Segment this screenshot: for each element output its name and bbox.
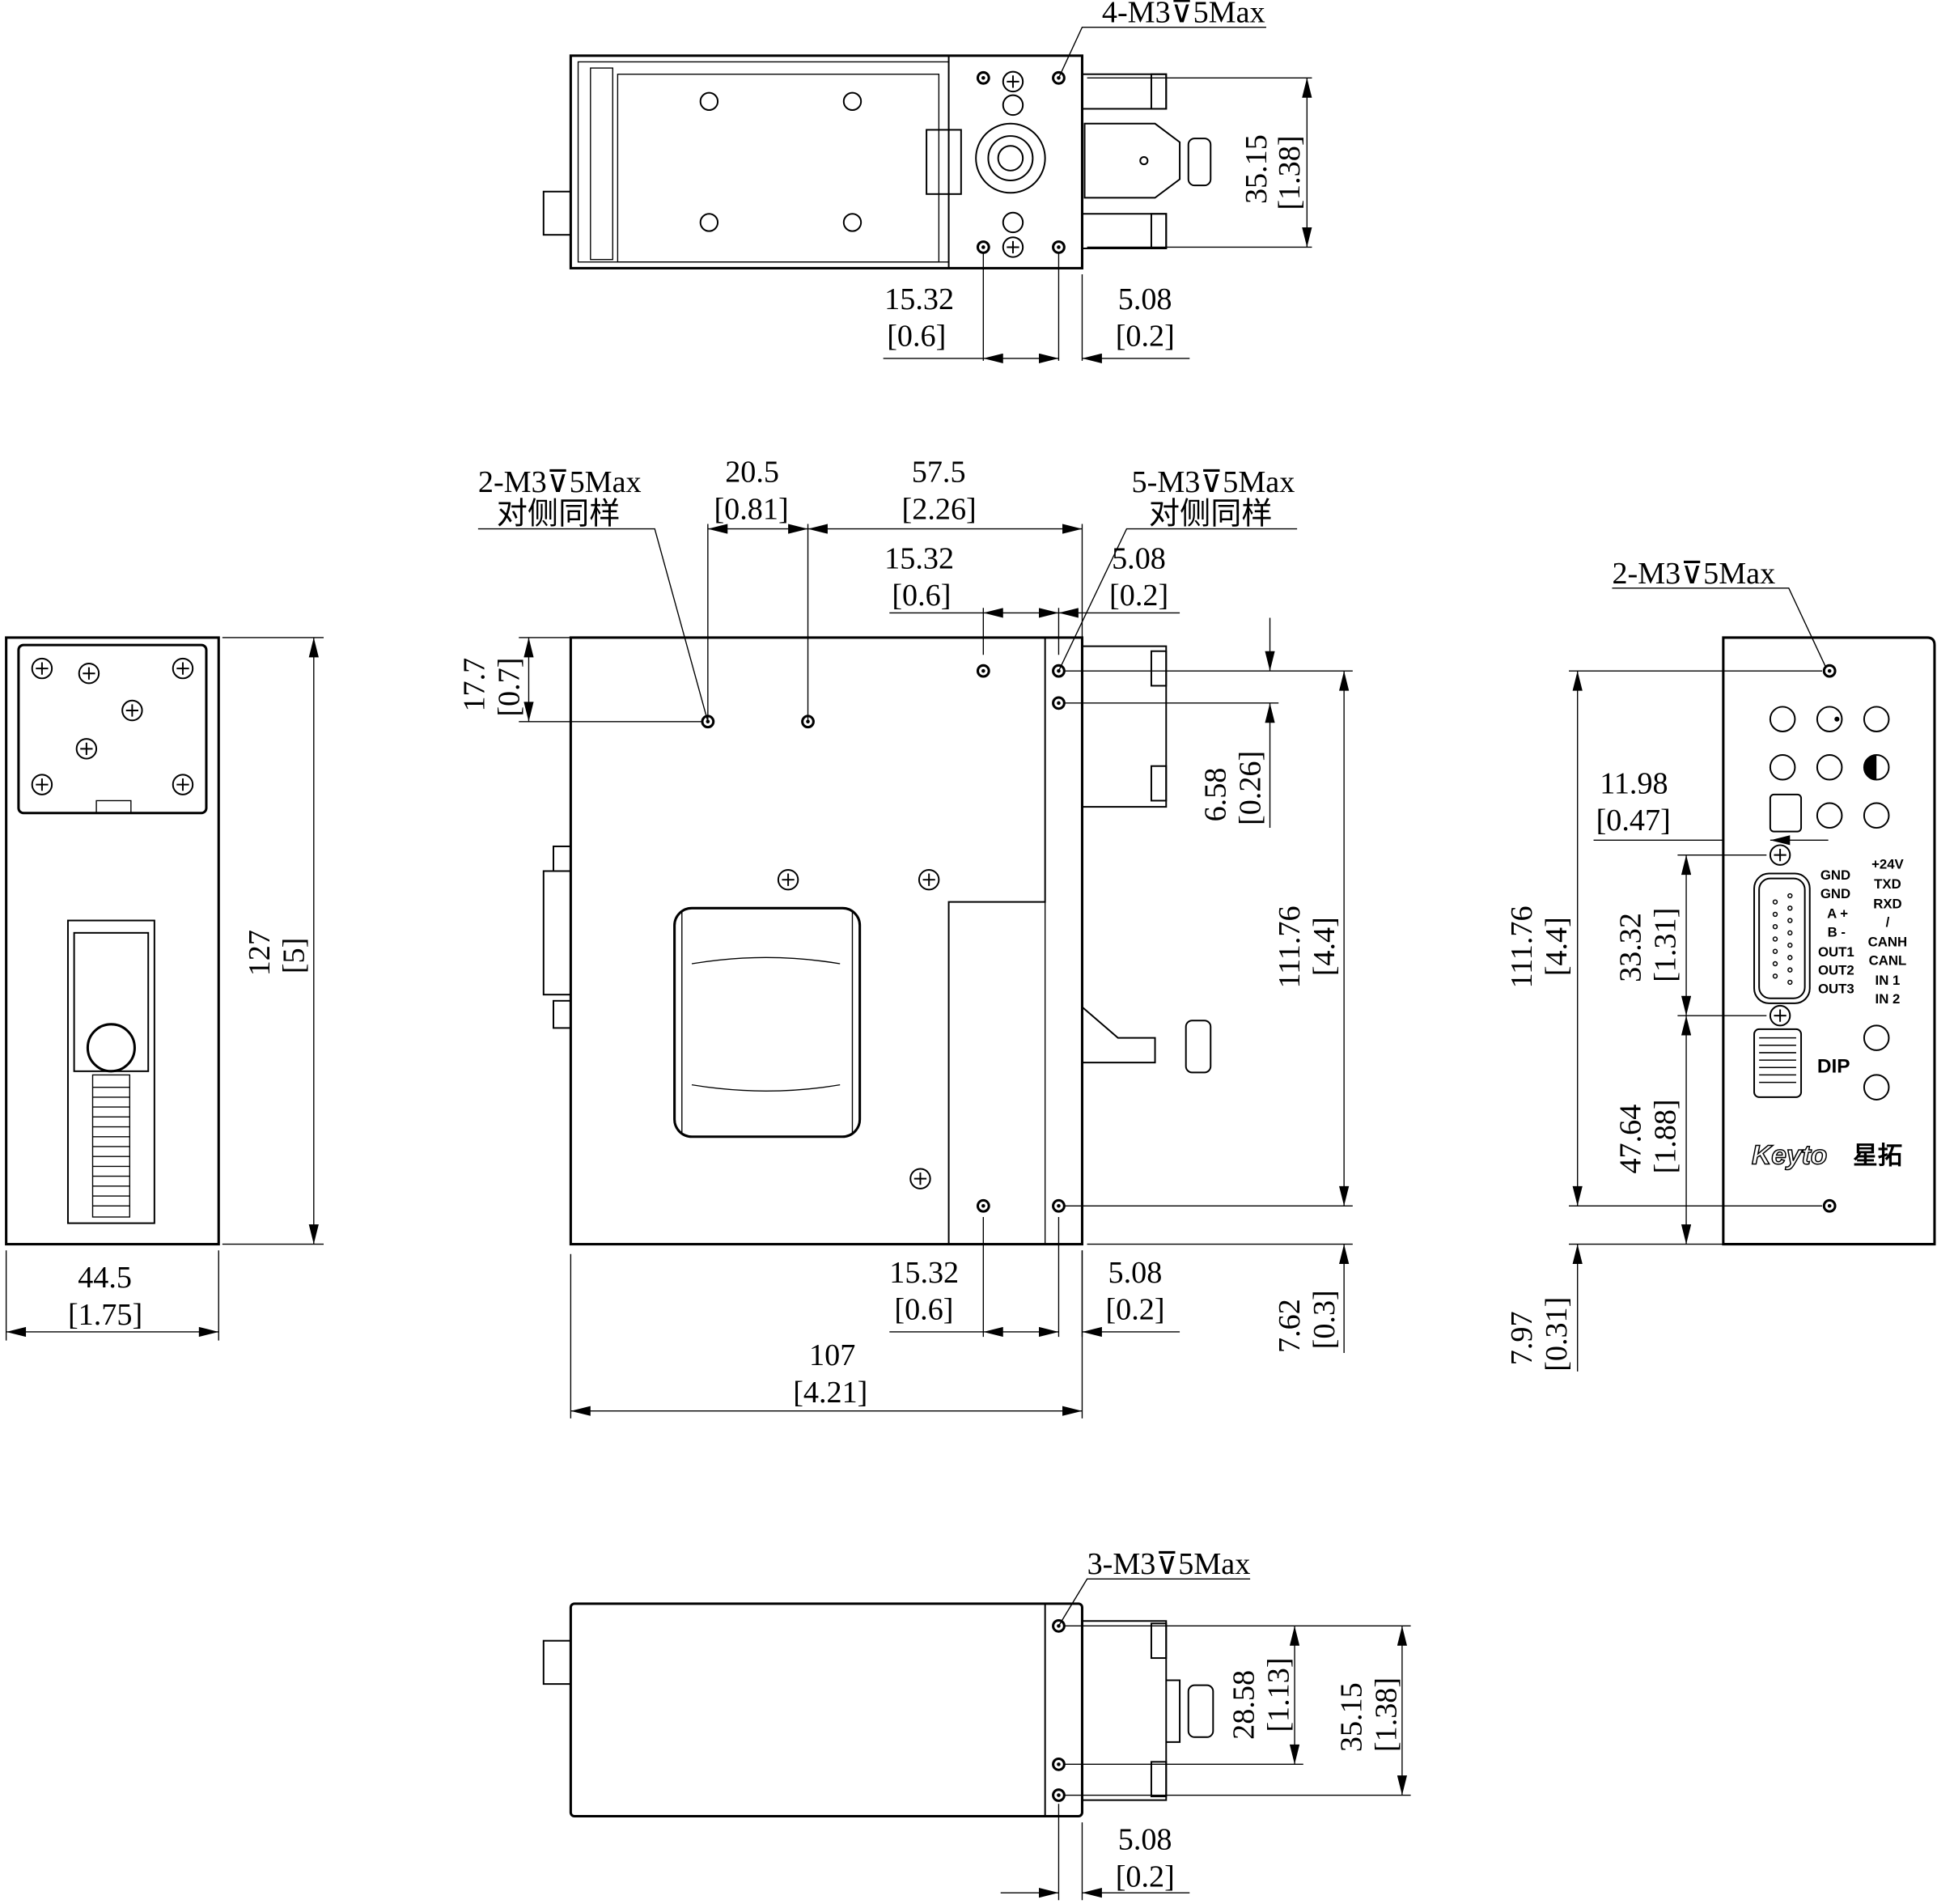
- left-dim-value: 127: [243, 930, 277, 976]
- bottom-view: 3-M3⊽5Max 28.58 [1.13] 35.15 [1.38] 5.08…: [542, 1547, 1411, 1901]
- front-view: 2-M3⊽5Max 对侧同样 5-M3⊽5Max 对侧同样 20.5 [0.81…: [458, 456, 1353, 1418]
- front-dim-value: 5.08: [1108, 1256, 1163, 1290]
- front-dim-inch: [4.4]: [1308, 917, 1341, 976]
- front-left-callout: 2-M3⊽5Max: [478, 465, 642, 499]
- pin-label: IN 1: [1876, 973, 1901, 988]
- front-dim-value: 111.76: [1273, 905, 1307, 988]
- pin-label: TXD: [1874, 876, 1901, 892]
- front-dim-inch: [0.3]: [1308, 1290, 1341, 1349]
- pin-label: A +: [1827, 906, 1848, 922]
- bottom-dim-value: 35.15: [1335, 1682, 1369, 1752]
- front-dim-value: 5.08: [1112, 541, 1166, 575]
- pin-label: CANH: [1868, 935, 1907, 950]
- left-dim-value: 44.5: [78, 1261, 132, 1295]
- front-dim-inch: [0.26]: [1233, 751, 1267, 825]
- pin-labels-left: GND GND A + B - OUT1 OUT2 OUT3: [1818, 867, 1854, 996]
- brand-logo-cn: 星拓: [1853, 1142, 1902, 1170]
- right-dim-value: 11.98: [1600, 766, 1668, 800]
- brand-logo: Keyto: [1752, 1140, 1827, 1170]
- front-dim-value: 107: [809, 1338, 855, 1372]
- right-dim-value: 33.32: [1614, 913, 1648, 982]
- front-dim-inch: [0.7]: [492, 658, 526, 717]
- right-dim-value: 47.64: [1614, 1105, 1648, 1174]
- front-dim-value: 57.5: [912, 456, 966, 490]
- right-dim-inch: [1.31]: [1648, 908, 1682, 982]
- top-callout: 4-M3⊽5Max: [1102, 0, 1265, 30]
- right-dim-inch: [1.88]: [1648, 1099, 1682, 1173]
- front-dim-inch: [0.2]: [1105, 1293, 1164, 1327]
- bottom-dim-inch: [1.13]: [1261, 1657, 1295, 1732]
- front-right-callout-note: 对侧同样: [1149, 497, 1273, 531]
- bottom-dim-value: 28.58: [1227, 1670, 1261, 1740]
- front-left-callout-note: 对侧同样: [497, 497, 621, 531]
- pin-label: GND: [1820, 886, 1850, 901]
- top-view: 4-M3⊽5Max 35.15 [1.38] 15.32 [0.6] 5.08 …: [542, 0, 1312, 363]
- right-view: GND GND A + B - OUT1 OUT2 OUT3 +24V TXD …: [1505, 557, 1936, 1372]
- top-dim-value: 5.08: [1118, 282, 1172, 316]
- bottom-dim-value: 5.08: [1118, 1823, 1172, 1857]
- pin-label: GND: [1820, 867, 1850, 883]
- front-dim-inch: [4.21]: [793, 1376, 867, 1410]
- left-dim-inch: [5]: [278, 938, 312, 974]
- front-dim-value: 15.32: [884, 541, 954, 575]
- front-dim-value: 6.58: [1199, 768, 1233, 822]
- pin-label: IN 2: [1876, 991, 1901, 1007]
- front-dim-value: 20.5: [725, 456, 779, 490]
- bottom-callout: 3-M3⊽5Max: [1087, 1547, 1251, 1581]
- right-dim-inch: [4.4]: [1540, 917, 1574, 976]
- pin-label: CANL: [1869, 953, 1907, 969]
- pin-label: +24V: [1871, 856, 1904, 871]
- top-dim-value: 15.32: [884, 282, 954, 316]
- front-right-callout: 5-M3⊽5Max: [1132, 465, 1295, 499]
- pin-label: OUT2: [1818, 963, 1854, 978]
- top-dim-inch: [0.2]: [1116, 320, 1175, 354]
- right-dim-value: 7.97: [1505, 1311, 1539, 1365]
- left-dim-inch: [1.75]: [68, 1298, 142, 1332]
- pin-label: OUT3: [1818, 982, 1854, 997]
- pin-label: RXD: [1873, 896, 1901, 911]
- right-callout: 2-M3⊽5Max: [1612, 557, 1775, 591]
- left-view: 127 [5] 44.5 [1.75]: [5, 636, 324, 1341]
- bottom-dim-inch: [1.38]: [1369, 1677, 1403, 1752]
- right-dim-inch: [0.47]: [1596, 804, 1671, 838]
- pin-label: OUT1: [1818, 944, 1854, 960]
- front-dim-value: 15.32: [889, 1256, 959, 1290]
- pin-labels-right: +24V TXD RXD / CANH CANL IN 1 IN 2: [1868, 856, 1907, 1006]
- right-dim-inch: [0.31]: [1540, 1297, 1574, 1372]
- front-dim-inch: [0.2]: [1109, 579, 1168, 613]
- front-dim-inch: [0.6]: [892, 579, 951, 613]
- right-dim-value: 111.76: [1505, 905, 1539, 988]
- dip-label: DIP: [1817, 1055, 1850, 1077]
- front-dim-inch: [2.26]: [902, 492, 977, 526]
- front-dim-inch: [0.6]: [894, 1293, 953, 1327]
- top-dim-inch: [0.6]: [887, 320, 946, 354]
- pin-label: B -: [1828, 924, 1846, 939]
- front-dim-inch: [0.81]: [714, 492, 788, 526]
- top-dim-inch: [1.38]: [1273, 135, 1307, 210]
- front-dim-value: 17.7: [458, 658, 492, 712]
- front-dim-value: 7.62: [1273, 1299, 1307, 1353]
- bottom-dim-inch: [0.2]: [1116, 1860, 1175, 1894]
- top-dim-value: 35.15: [1240, 134, 1274, 204]
- pin-label: /: [1886, 914, 1890, 930]
